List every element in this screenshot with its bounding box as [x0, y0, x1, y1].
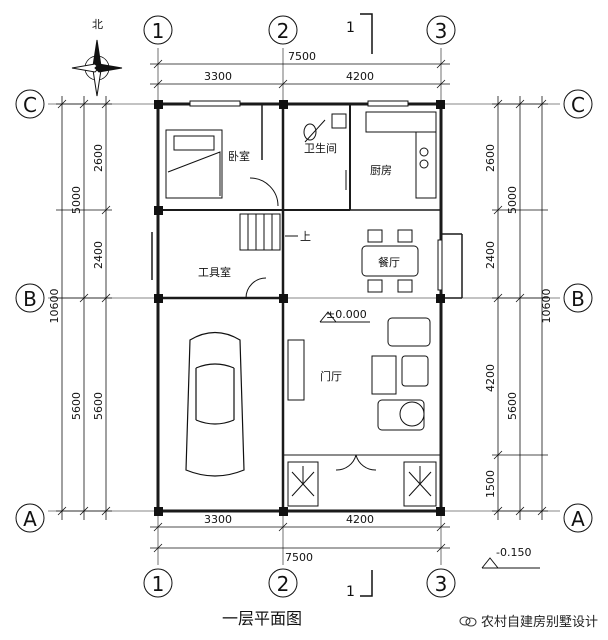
axis-label-2: 2 — [277, 19, 290, 43]
bed — [165, 129, 223, 199]
north-arrow-icon — [71, 39, 123, 97]
axis-bubble-1-bottom — [143, 568, 173, 598]
room-foyer: 门厅 — [320, 369, 342, 383]
bottom-total-dim: 7500 — [285, 551, 313, 564]
watermark: 农村自建房别墅设计 — [459, 611, 598, 630]
level-symbols — [319, 311, 540, 569]
axis-bubble-3 — [426, 15, 456, 45]
floor-level: ±0.000 — [326, 308, 367, 321]
axis-bubble-3-bottom — [426, 568, 456, 598]
room-dining: 餐厅 — [378, 255, 400, 269]
axis-bubble-b-right — [563, 283, 593, 313]
axis-label-1: 1 — [152, 19, 165, 43]
axis-bubble-c-left — [15, 89, 45, 119]
room-utility: 工具室 — [198, 265, 231, 279]
axis-bubble-c-right — [563, 89, 593, 119]
car-icon — [185, 331, 245, 477]
watermark-text: 农村自建房别墅设计 — [480, 615, 598, 630]
right-dim-3: 4200 — [484, 364, 497, 392]
wechat-icon — [459, 616, 477, 626]
stair-up-label: 上 — [300, 230, 311, 243]
walls — [151, 102, 463, 513]
foyer-furniture — [287, 317, 431, 431]
axis-label-c-left: C — [23, 93, 37, 117]
axis-bubble-a-left — [15, 503, 45, 533]
outside-level: -0.150 — [496, 546, 531, 559]
top-dim-1: 3300 — [204, 70, 232, 83]
axis-label-a-left: A — [23, 507, 37, 531]
top-total-dim: 7500 — [288, 50, 316, 63]
axis-bubble-2-bottom — [268, 568, 298, 598]
axis-label-c-right: C — [571, 93, 585, 117]
kitchen-counter — [365, 111, 437, 199]
axis-label-b-left: B — [23, 287, 37, 311]
right-dim-2: 2400 — [484, 241, 497, 269]
left-mid-dim-2: 5600 — [70, 392, 83, 420]
room-bathroom: 卫生间 — [304, 141, 337, 155]
stair — [239, 213, 298, 251]
left-dim-2: 2400 — [92, 241, 105, 269]
section-marks — [360, 13, 373, 597]
side-dimensions — [56, 96, 548, 520]
top-dim-2: 4200 — [346, 70, 374, 83]
right-mid-dim-2: 5600 — [506, 392, 519, 420]
right-mid-dim-1: 5000 — [506, 186, 519, 214]
axis-label-b-right: B — [571, 287, 585, 311]
doors — [245, 119, 377, 471]
bottom-dim-1: 3300 — [204, 513, 232, 526]
structural-columns — [154, 100, 445, 516]
right-dim-1: 2600 — [484, 144, 497, 172]
axis-label-3-bottom: 3 — [435, 572, 448, 596]
left-mid-dim-1: 5000 — [70, 186, 83, 214]
bathroom-fixtures — [303, 113, 347, 141]
drawing-title: 一层平面图 — [222, 609, 302, 628]
axis-label-2-bottom: 2 — [277, 572, 290, 596]
left-total-dim: 10600 — [48, 289, 61, 324]
bottom-dim-2: 4200 — [346, 513, 374, 526]
section-mark-top: 1 — [346, 20, 355, 36]
left-dim-1: 2600 — [92, 144, 105, 172]
windows — [189, 100, 443, 291]
room-bedroom: 卧室 — [228, 149, 250, 163]
section-mark-bottom: 1 — [346, 584, 355, 600]
plant-icons — [287, 461, 437, 507]
right-total-dim: 10600 — [540, 289, 553, 324]
north-label: 北 — [92, 18, 103, 31]
axis-label-3: 3 — [435, 19, 448, 43]
axis-bubble-1 — [143, 15, 173, 45]
top-dimensions — [150, 59, 450, 553]
axis-label-1-bottom: 1 — [152, 572, 165, 596]
left-dim-3: 5600 — [92, 392, 105, 420]
axis-label-a-right: A — [571, 507, 585, 531]
axis-bubble-b-left — [15, 283, 45, 313]
axis-bubble-a-right — [563, 503, 593, 533]
axis-bubble-2 — [268, 15, 298, 45]
axis-bubbles — [15, 15, 593, 598]
dining-table — [361, 229, 419, 293]
room-kitchen: 厨房 — [370, 164, 392, 177]
right-dim-4: 1500 — [484, 470, 497, 498]
